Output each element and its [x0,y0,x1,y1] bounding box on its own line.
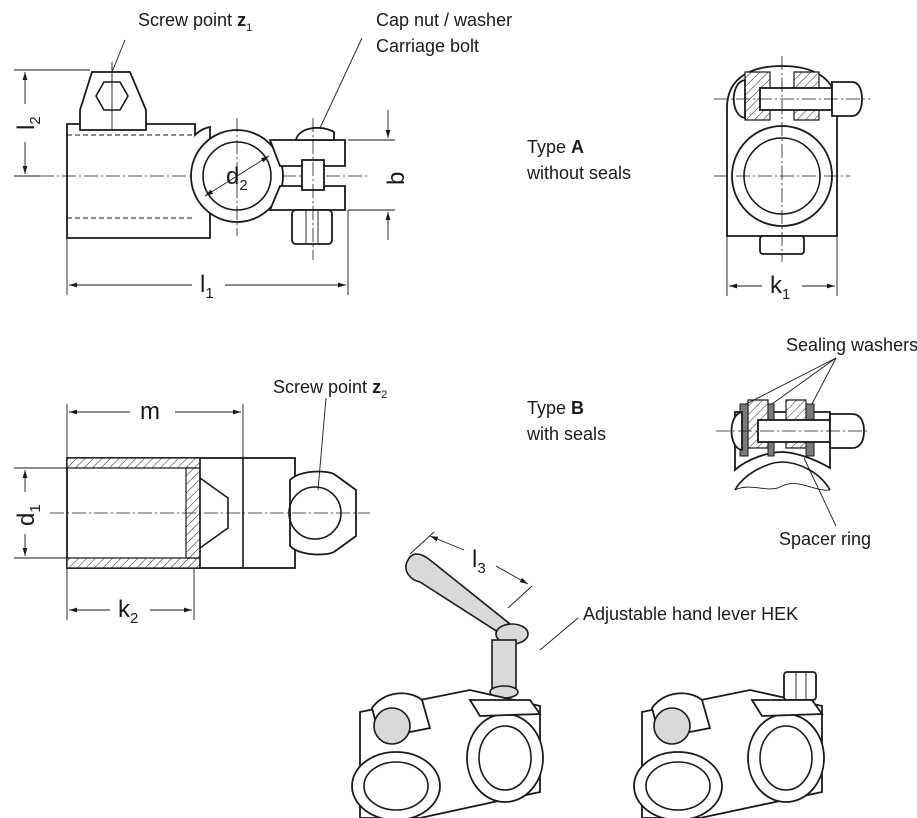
label-carriage-bolt: Carriage bolt [376,36,479,56]
front-view-type-a: k1 [714,56,870,303]
label-hand-lever: Adjustable hand lever HEK [583,604,798,624]
dim-k2: k2 [118,596,138,627]
label-type-a: Type A [527,137,584,157]
dim-l1: l1 [200,271,214,302]
label-cap-nut: Cap nut / washer [376,10,512,30]
type-b-detail [716,357,870,527]
iso-view-with-nut [633,671,825,818]
label-type-a-desc: without seals [526,163,631,183]
label-sealing-washers: Sealing washers [786,335,917,355]
label-screw-point-z2: Screw point z2 [273,377,387,401]
top-view: m k2 d1 [13,397,370,627]
dim-d1: d1 [13,504,44,526]
label-type-b-desc: with seals [526,424,606,444]
label-screw-point-z1: Screw point z1 [138,10,252,34]
iso-view-with-lever: l3 [351,531,579,818]
dim-b: b [383,172,410,185]
label-spacer-ring: Spacer ring [779,529,871,549]
side-view: l1 l2 d2 b [13,37,410,302]
dim-l2: l2 [13,116,44,130]
dim-l3: l3 [472,546,486,577]
dim-m: m [140,398,160,425]
dim-d2: d2 [226,163,248,194]
label-type-b: Type B [527,398,584,418]
dim-k1: k1 [770,272,790,303]
